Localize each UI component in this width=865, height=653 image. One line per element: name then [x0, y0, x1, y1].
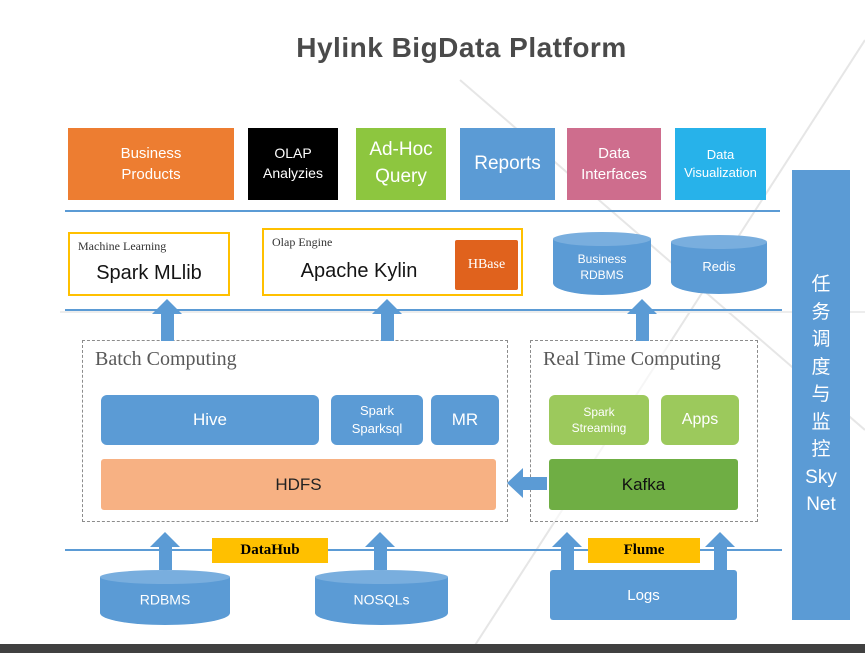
box-business-products-label: Business Products: [120, 145, 182, 183]
arrow-head: [507, 468, 523, 498]
spark-streaming-label: Spark Streaming: [571, 404, 627, 435]
spark-sparksql-label: Spark Sparksql: [351, 403, 403, 436]
cylinder-top: [315, 570, 448, 584]
arrow-head: [627, 299, 657, 314]
apps-box: Apps: [661, 395, 739, 445]
bottom-edge-bar: [0, 644, 865, 653]
box-data-visualization: Data Visualization: [675, 128, 766, 200]
arrow-stem: [635, 314, 649, 341]
kafka-label: Kafka: [621, 474, 666, 494]
redis-label: Redis: [702, 258, 736, 274]
arrow-head: [365, 532, 395, 547]
spark-mllib-label: Spark MLlib: [96, 262, 202, 284]
hbase-label: HBase: [467, 257, 506, 272]
arrow-stem: [523, 476, 547, 490]
hdfs-label: HDFS: [275, 474, 322, 494]
realtime-computing-section: Real Time Computing Spark Streaming Apps…: [530, 340, 758, 522]
logs-box: Logs: [550, 570, 737, 620]
divider-line-top: [65, 210, 780, 212]
cylinder-body: [315, 577, 448, 625]
cylinder-top: [671, 235, 767, 249]
olap-engine-caption: Olap Engine: [272, 235, 333, 249]
arrow-stem: [158, 547, 172, 570]
arrow-head: [150, 532, 180, 547]
apps-label: Apps: [681, 411, 719, 429]
datahub-box: DataHub: [212, 538, 328, 563]
hive-box: Hive: [101, 395, 319, 445]
nosqls-cylinder: NOSQLs: [315, 570, 448, 625]
box-data-interfaces-label: Data Interfaces: [581, 145, 647, 183]
cylinder-top: [553, 232, 651, 246]
hdfs-box: HDFS: [101, 459, 496, 510]
arrow-head: [152, 299, 182, 314]
arrow-stem: [560, 547, 574, 570]
box-data-interfaces: Data Interfaces: [567, 128, 661, 200]
divider-line-bottom: [65, 549, 782, 551]
business-rdbms-label: Business RDBMS: [577, 251, 627, 282]
box-adhoc-query: Ad-Hoc Query: [356, 128, 446, 200]
nosqls-label: NOSQLs: [353, 590, 410, 607]
box-adhoc-query-label: Ad-Hoc Query: [369, 139, 433, 187]
skynet-panel: 任 务 调 度 与 监 控 Sky Net: [792, 170, 850, 620]
up-arrow-batch-to-mllib: [152, 299, 182, 341]
up-arrow-realtime-to-storage: [627, 299, 657, 341]
up-arrow-nosqls: [365, 532, 395, 570]
kafka-box: Kafka: [549, 459, 738, 510]
arrow-stem: [373, 547, 387, 570]
box-business-products: Business Products: [68, 128, 234, 200]
up-arrow-logs-left: [552, 532, 582, 570]
box-olap-analyzies: OLAP Analyzies: [248, 128, 338, 200]
arrow-stem: [380, 314, 394, 341]
logs-label: Logs: [627, 586, 660, 604]
batch-computing-section: Batch Computing Hive Spark Sparksql MR H…: [82, 340, 508, 522]
flume-label: Flume: [623, 542, 665, 558]
box-olap-analyzies-label: OLAP Analyzies: [263, 145, 323, 181]
datahub-label: DataHub: [240, 542, 300, 558]
arrow-head: [552, 532, 582, 547]
cylinder-body: [100, 577, 230, 625]
diagram-title: Hylink BigData Platform: [296, 32, 627, 63]
box-reports: Reports: [460, 128, 555, 200]
rdbms-cylinder: RDBMS: [100, 570, 230, 625]
spark-sparksql-box: Spark Sparksql: [331, 395, 423, 445]
box-reports-label: Reports: [474, 152, 541, 174]
apache-kylin-label: Apache Kylin: [300, 260, 418, 282]
flume-box: Flume: [588, 538, 700, 563]
machine-learning-caption: Machine Learning: [78, 239, 167, 253]
arrow-head: [372, 299, 402, 314]
box-data-visualization-label: Data Visualization: [684, 146, 757, 180]
hive-label: Hive: [192, 409, 227, 429]
mr-label: MR: [451, 409, 479, 429]
mr-box: MR: [431, 395, 499, 445]
skynet-panel-text: 任 务 调 度 与 监 控 Sky Net: [805, 274, 837, 516]
machine-learning-box: Machine Learning Spark MLlib: [68, 232, 230, 296]
spark-streaming-box: Spark Streaming: [549, 395, 649, 445]
arrow-head: [705, 532, 735, 547]
left-arrow-kafka-to-hdfs: [507, 468, 547, 498]
arrow-stem: [713, 547, 727, 570]
divider-line-middle: [65, 309, 782, 311]
up-arrow-logs-right: [705, 532, 735, 570]
arrow-stem: [160, 314, 174, 341]
hbase-box: HBase: [455, 240, 518, 290]
up-arrow-rdbms: [150, 532, 180, 570]
business-rdbms-cylinder: Business RDBMS: [553, 232, 651, 295]
cylinder-top: [100, 570, 230, 584]
olap-engine-box: Olap Engine Apache Kylin HBase: [262, 228, 523, 296]
redis-cylinder: Redis: [671, 235, 767, 294]
up-arrow-batch-to-kylin: [372, 299, 402, 341]
rdbms-label: RDBMS: [139, 590, 191, 607]
batch-computing-title: Batch Computing: [95, 348, 237, 370]
realtime-computing-title: Real Time Computing: [543, 348, 721, 370]
